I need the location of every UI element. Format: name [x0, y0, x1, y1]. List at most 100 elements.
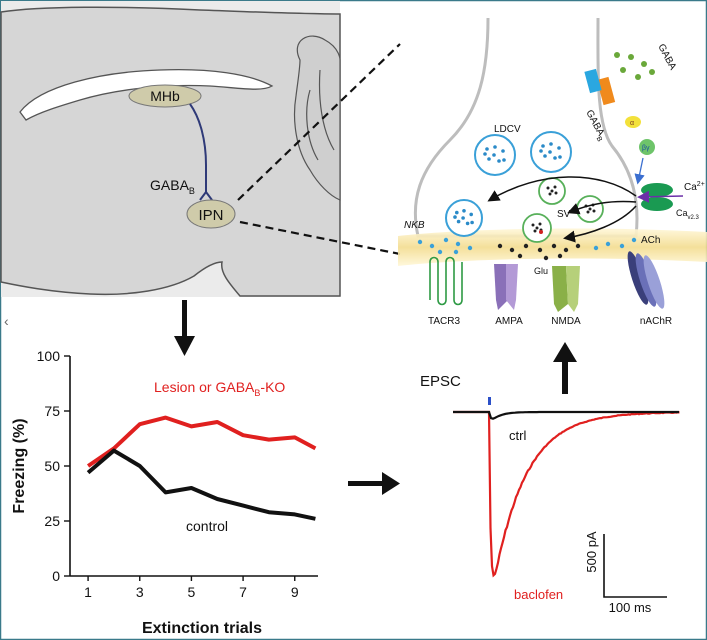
- ldcv-content-dot: [485, 147, 489, 151]
- ctrl-trace: [453, 410, 679, 420]
- habenulo-ipn-tract: [189, 103, 207, 192]
- sv-content-dot: [548, 192, 552, 196]
- calcium-influx-arrow: [637, 190, 684, 203]
- chart-x-tick-label: 7: [239, 584, 247, 600]
- ca-label: Ca2+: [684, 181, 705, 193]
- ldcv-label: LDCV: [494, 124, 521, 135]
- sv-content-dot: [553, 185, 557, 189]
- cleft-dot: [467, 245, 473, 251]
- gprotein-arrow: [634, 157, 645, 185]
- chart-y-tick-label: 0: [52, 568, 60, 584]
- ach-label: ACh: [641, 235, 660, 246]
- ldcv-content-dot: [483, 152, 487, 156]
- sv-content-dot: [531, 223, 535, 227]
- ldcv-content-dot: [492, 153, 496, 157]
- nachr-receptor: [627, 251, 665, 309]
- cleft-dot: [509, 247, 515, 253]
- release-arrow-2: [567, 200, 637, 215]
- ldcv-content-dot: [553, 156, 557, 160]
- flow-arrow-right: [348, 472, 400, 495]
- ipn-nucleus: [186, 199, 236, 229]
- cleft-dot: [523, 243, 529, 249]
- ldcv-content-dot: [465, 221, 470, 226]
- chart-ylabel: Freezing (%): [11, 418, 28, 513]
- sv-content-dot: [546, 186, 550, 190]
- brain-panel: MHb GABAB IPN: [0, 1, 341, 297]
- neurotransmitter-dots: [417, 237, 637, 261]
- cleft-dot: [593, 245, 599, 251]
- receptor-label-nmda: NMDA: [551, 316, 581, 327]
- cleft-dot: [443, 237, 449, 243]
- cleft-dot: [455, 241, 461, 247]
- lesion-line: [86, 415, 317, 468]
- corpus-callosum: [19, 69, 274, 121]
- g-betagamma-label: βγ: [642, 145, 650, 152]
- ldcv-content-dot: [549, 142, 553, 146]
- sv-content-dot: [550, 189, 554, 193]
- sv-label: SV: [557, 209, 571, 220]
- chart-xlabel: Extinction trials: [142, 620, 262, 637]
- nmda-receptor: [552, 266, 580, 312]
- cleft-dot: [557, 253, 563, 259]
- baclofen-trace: [453, 410, 680, 578]
- cleft-dot: [437, 249, 443, 255]
- synapse-panel: LDCV SV GABAB GABA: [398, 17, 707, 327]
- sv-content-dot: [588, 207, 592, 211]
- ldcv-content-dot: [557, 146, 561, 150]
- cleft-dot: [453, 249, 459, 255]
- cleft-dot: [497, 243, 503, 249]
- cav-channel: [641, 183, 673, 197]
- control-line: [86, 448, 316, 521]
- cleft-dot: [537, 247, 543, 253]
- ldcv-content-dot: [497, 159, 501, 163]
- ldcv-content-dot: [462, 209, 466, 213]
- ctrl-label: ctrl: [509, 428, 526, 443]
- ldcv-content-dot: [453, 215, 457, 219]
- receptor-label-nachr: nAChR: [640, 316, 672, 327]
- sv-content-dot: [586, 210, 590, 214]
- ldcv-content-dot: [548, 150, 552, 154]
- release-arrow-3: [563, 205, 637, 243]
- ldcv-content-dot: [541, 144, 545, 148]
- chart-x-tick-label: 5: [188, 584, 196, 600]
- mhb-nucleus: [128, 84, 202, 108]
- ldcv-content-dot: [487, 157, 491, 161]
- sv-content-dot: [533, 229, 537, 233]
- chart-label-control: control: [186, 518, 228, 534]
- nkb-label: NKB: [404, 220, 425, 231]
- flow-arrow-up: [553, 342, 577, 394]
- chart-x-tick-label: 1: [84, 584, 92, 600]
- cleft-dot: [543, 255, 549, 261]
- ldcv-content-dot: [455, 210, 459, 215]
- chart-x-tick-label: 9: [291, 584, 299, 600]
- cav-label: Cav2.3: [676, 208, 700, 221]
- cleft-dot: [605, 241, 611, 247]
- ldcv-content-dot: [461, 216, 465, 220]
- sv-content-dot: [554, 191, 558, 195]
- gaba-molecules: [614, 52, 655, 80]
- sv-content-dot: [592, 209, 596, 213]
- cleft-dot: [631, 237, 637, 243]
- ldcv-content-dot: [456, 219, 461, 224]
- cleft-dot: [619, 243, 625, 249]
- scale-y-label: 500 pA: [584, 531, 599, 573]
- chart-y-tick-label: 25: [44, 513, 60, 529]
- sv-content-dot: [538, 222, 542, 226]
- g-betagamma-subunit: [639, 139, 655, 155]
- receptor-label-tacr3: TACR3: [428, 316, 460, 327]
- ampa-receptor: [494, 264, 518, 310]
- ldcv-content-dot: [501, 149, 505, 153]
- epsc-title: EPSC: [420, 373, 461, 390]
- tacr3-receptor: [429, 256, 463, 306]
- zoom-line-top: [237, 43, 401, 201]
- ldcv-content-dot: [470, 220, 474, 225]
- ldcv-content-dot: [493, 145, 497, 149]
- glu-label: Glu: [534, 266, 548, 276]
- chart-y-tick-label: 50: [44, 458, 60, 474]
- cleft-dot: [551, 243, 557, 249]
- mhb-label: MHb: [150, 88, 180, 104]
- stimulus-marker: [488, 397, 491, 405]
- gaba-b-receptor: [584, 68, 616, 106]
